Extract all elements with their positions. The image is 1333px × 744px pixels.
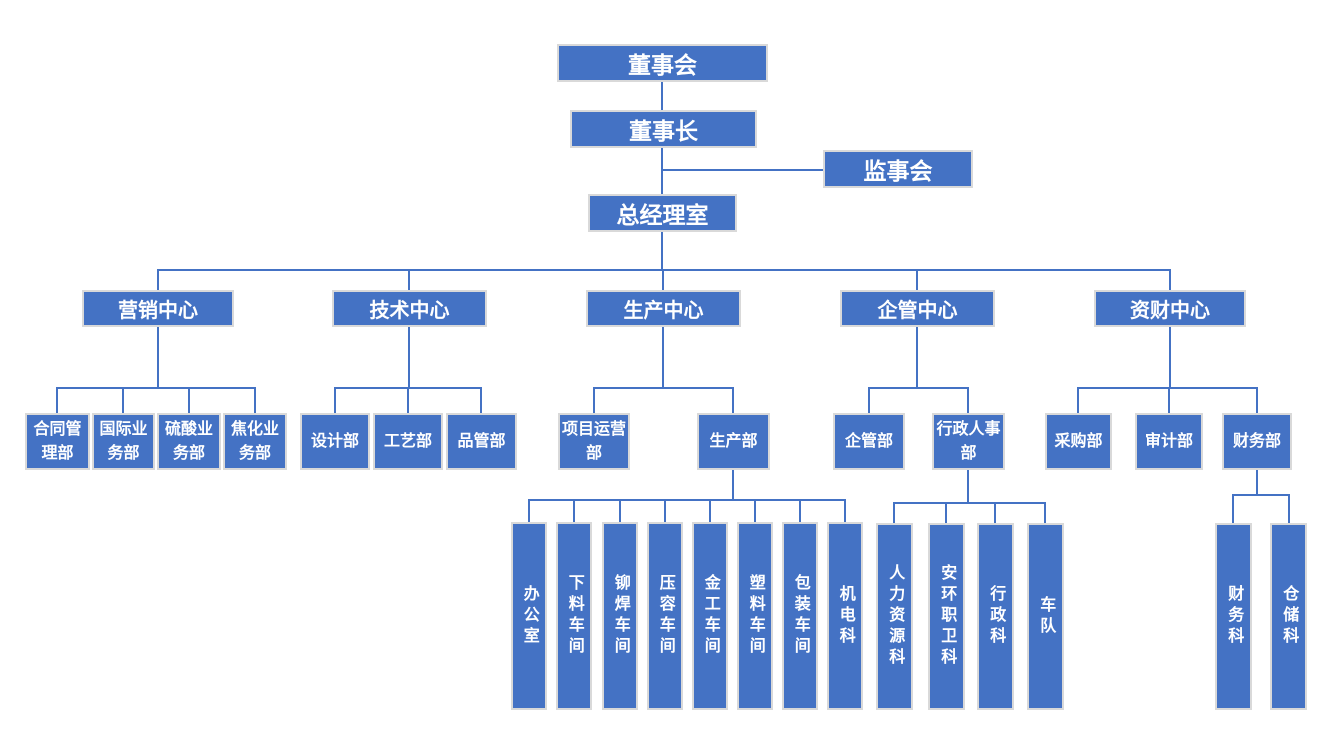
node-safety-env-section: 安环职卫科 (928, 523, 965, 710)
node-design-dept: 设计部 (300, 413, 370, 470)
connector (844, 499, 846, 522)
connector (1288, 494, 1290, 523)
node-process-dept: 工艺部 (373, 413, 443, 470)
node-admin-section: 行政科 (977, 523, 1014, 710)
node-enterprise-management-dept: 企管部 (833, 413, 905, 470)
connector (57, 387, 256, 389)
node-motor-pool: 车队 (1027, 523, 1064, 710)
connector (593, 387, 734, 389)
node-production-dept: 生产部 (697, 413, 770, 470)
node-marketing-center: 营销中心 (82, 290, 234, 327)
connector (945, 502, 947, 523)
node-mechatronics-section: 机电科 (827, 522, 863, 710)
node-warehouse-section: 仓储科 (1270, 523, 1307, 710)
connector (1077, 387, 1258, 389)
connector (868, 387, 969, 389)
connector (916, 269, 918, 389)
connector (157, 269, 1171, 271)
connector (1168, 387, 1170, 413)
connector (1232, 494, 1234, 523)
connector (732, 470, 734, 500)
connector (994, 502, 996, 523)
connector (1044, 502, 1046, 523)
connector (619, 499, 621, 522)
connector (1077, 387, 1079, 413)
node-packaging-workshop: 包装车间 (782, 522, 818, 710)
node-international-business-dept: 国际业务部 (92, 413, 155, 470)
node-board-of-directors: 董事会 (557, 44, 768, 82)
connector (573, 499, 575, 522)
connector (1232, 494, 1289, 496)
node-sulfuric-acid-business-dept: 硫酸业务部 (157, 413, 221, 470)
node-plastics-workshop: 塑料车间 (737, 522, 773, 710)
connector (893, 502, 895, 523)
connector (593, 387, 595, 413)
node-project-operations-dept: 项目运营部 (558, 413, 630, 470)
connector (480, 387, 482, 413)
node-riveting-welding-workshop: 铆焊车间 (602, 522, 638, 710)
connector (893, 502, 1046, 504)
connector (408, 269, 410, 389)
connector (661, 82, 663, 110)
connector (56, 387, 58, 413)
node-purchasing-dept: 采购部 (1045, 413, 1112, 470)
node-office: 办公室 (511, 522, 547, 710)
connector (967, 387, 969, 413)
connector (157, 269, 159, 389)
connector (662, 169, 823, 171)
connector (868, 387, 870, 413)
node-finance-center: 资财中心 (1094, 290, 1246, 327)
node-supervisory-board: 监事会 (823, 150, 973, 188)
connector (732, 387, 734, 413)
node-gm-office: 总经理室 (588, 194, 737, 232)
node-finance-dept: 财务部 (1222, 413, 1292, 470)
node-quality-dept: 品管部 (446, 413, 517, 470)
connector (1256, 470, 1258, 495)
connector (754, 499, 756, 522)
node-contract-management-dept: 合同管理部 (25, 413, 90, 470)
connector (967, 470, 969, 503)
node-audit-dept: 审计部 (1135, 413, 1203, 470)
node-coking-business-dept: 焦化业务部 (223, 413, 287, 470)
connector (122, 387, 124, 413)
connector (1169, 269, 1171, 389)
node-blanking-workshop: 下料车间 (556, 522, 592, 710)
node-production-center: 生产中心 (586, 290, 741, 327)
connector (709, 499, 711, 522)
node-metalworking-workshop: 金工车间 (692, 522, 728, 710)
node-pressure-vessel-workshop: 压容车间 (647, 522, 683, 710)
connector (661, 148, 663, 194)
connector (1256, 387, 1258, 413)
node-admin-hr-dept: 行政人事部 (932, 413, 1005, 470)
node-hr-section: 人力资源科 (876, 523, 913, 710)
connector (662, 269, 664, 389)
node-chairman: 董事长 (570, 110, 757, 148)
connector (799, 499, 801, 522)
connector (254, 387, 256, 413)
connector (334, 387, 336, 413)
node-management-center: 企管中心 (840, 290, 995, 327)
connector (528, 499, 530, 522)
node-tech-center: 技术中心 (332, 290, 487, 327)
connector (661, 232, 663, 271)
connector (188, 387, 190, 413)
node-finance-section: 财务科 (1215, 523, 1252, 710)
connector (528, 499, 846, 501)
connector (407, 387, 409, 413)
connector (664, 499, 666, 522)
